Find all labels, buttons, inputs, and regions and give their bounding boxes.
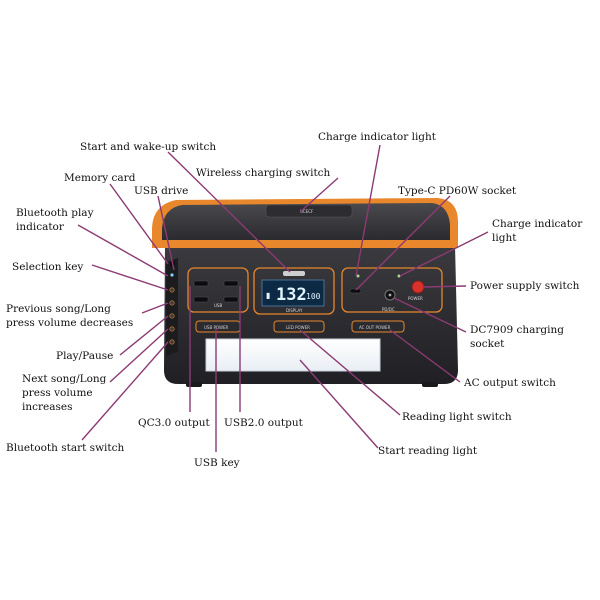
leader-start-wake	[167, 151, 291, 273]
next-song-key[interactable]	[169, 326, 175, 332]
label-power-supply: Power supply switch	[470, 280, 580, 292]
label-reading-switch: Reading light switch	[402, 411, 512, 423]
battery-icon: ▮	[266, 291, 270, 300]
label-typec: Type-C PD60W socket	[398, 185, 517, 197]
qc3-port-2[interactable]	[193, 296, 209, 303]
label-next-song-2: press volume	[22, 387, 93, 399]
reading-light-switch[interactable]	[273, 320, 325, 333]
label-usb2: USB2.0 output	[224, 417, 304, 429]
charge-indicator-light-top	[356, 274, 360, 278]
power-label: POWER	[408, 296, 423, 301]
wireless-charging-pad	[265, 204, 353, 218]
leader-wireless-charging	[299, 177, 339, 213]
label-charge-indicator-right-2: light	[492, 232, 517, 244]
usb2-port-1[interactable]	[223, 280, 239, 287]
leader-ac-output	[389, 329, 461, 383]
ac-power-label: AC OUT POWER	[359, 325, 391, 330]
charge-indicator-light-right	[397, 274, 401, 278]
leader-lines	[77, 144, 489, 452]
bluetooth-play-indicator-light	[170, 273, 174, 277]
lid-top	[162, 203, 450, 240]
label-start-wake: Start and wake-up switch	[80, 141, 216, 153]
leader-charge-indicator-top	[355, 144, 381, 277]
typec-port[interactable]	[349, 288, 362, 294]
led-power-label: LED POWER	[286, 325, 310, 330]
start-wake-up-switch[interactable]	[283, 271, 305, 276]
selection-key[interactable]	[169, 287, 175, 293]
foot-right	[422, 382, 438, 387]
label-bt-play-2: indicator	[16, 221, 65, 233]
label-memory-card: Memory card	[64, 172, 136, 184]
label-play-pause: Play/Pause	[56, 350, 113, 362]
lcd-reading: 132	[276, 285, 307, 305]
label-start-reading: Start reading light	[378, 445, 478, 457]
ac-output-switch[interactable]	[351, 320, 405, 333]
label-wireless-charging: Wireless charging switch	[196, 167, 331, 179]
label-ac-output: AC output switch	[463, 377, 556, 389]
leader-memory-card	[109, 183, 169, 265]
label-prev-song-1: Previous song/Long	[6, 303, 111, 315]
left-side-button-strip	[166, 258, 178, 356]
pd-dc-panel	[341, 267, 443, 313]
label-selection-key: Selection key	[12, 261, 83, 273]
pd-dc-label: PD/DC	[382, 307, 395, 312]
svg-text:UCECF: UCECF	[300, 209, 314, 214]
label-prev-song-2: press volume decreases	[6, 317, 133, 329]
play-pause-key[interactable]	[169, 313, 175, 319]
dc7909-socket-pin	[388, 293, 392, 297]
leader-play-pause	[119, 315, 169, 356]
leader-start-reading	[299, 359, 379, 449]
display-label: DISPLAY	[286, 308, 303, 313]
leader-dc7909	[393, 297, 467, 333]
lcd-unit: 100	[306, 292, 321, 301]
leader-bt-start	[81, 341, 169, 441]
label-bt-play-1: Bluetooth play	[16, 207, 94, 219]
leader-charge-indicator-right	[399, 231, 489, 277]
leader-reading-switch	[299, 329, 401, 416]
label-next-song-1: Next song/Long	[22, 373, 107, 385]
label-next-song-3: increases	[22, 401, 73, 413]
callout-labels: Start and wake-up switch Charge indicato…	[6, 131, 583, 469]
leader-usb-drive	[157, 195, 175, 271]
label-charge-indicator-right-1: Charge indicator	[492, 218, 583, 230]
reading-light	[205, 338, 381, 372]
label-usb-key: USB key	[194, 457, 240, 469]
leader-selection-key	[91, 264, 169, 291]
leader-bt-play	[77, 224, 169, 277]
previous-song-key[interactable]	[169, 300, 175, 306]
display-panel	[253, 267, 335, 315]
usb-panel-label: USB	[214, 303, 222, 308]
leader-next-song	[109, 328, 169, 383]
label-bt-start: Bluetooth start switch	[6, 442, 125, 454]
bluetooth-start-switch[interactable]	[169, 339, 175, 345]
leader-prev-song	[141, 302, 169, 314]
label-qc3: QC3.0 output	[138, 417, 210, 429]
label-dc7909-2: socket	[470, 338, 505, 350]
label-usb-drive: USB drive	[134, 185, 188, 197]
label-charge-indicator-top: Charge indicator light	[318, 131, 437, 143]
foot-left	[186, 382, 202, 387]
leader-power-supply	[423, 285, 467, 288]
qc3-port-1[interactable]	[193, 280, 209, 287]
usb-power-label: USB POWER	[204, 325, 229, 330]
usb-panel	[187, 267, 249, 313]
label-dc7909-1: DC7909 charging	[470, 324, 564, 336]
power-supply-switch[interactable]	[411, 280, 425, 294]
leader-typec	[355, 195, 451, 291]
usb2-port-2[interactable]	[223, 296, 239, 303]
lcd-screen	[261, 279, 325, 307]
power-station: UCECF USB ▮ 132 100 DISPLAY	[152, 198, 458, 387]
